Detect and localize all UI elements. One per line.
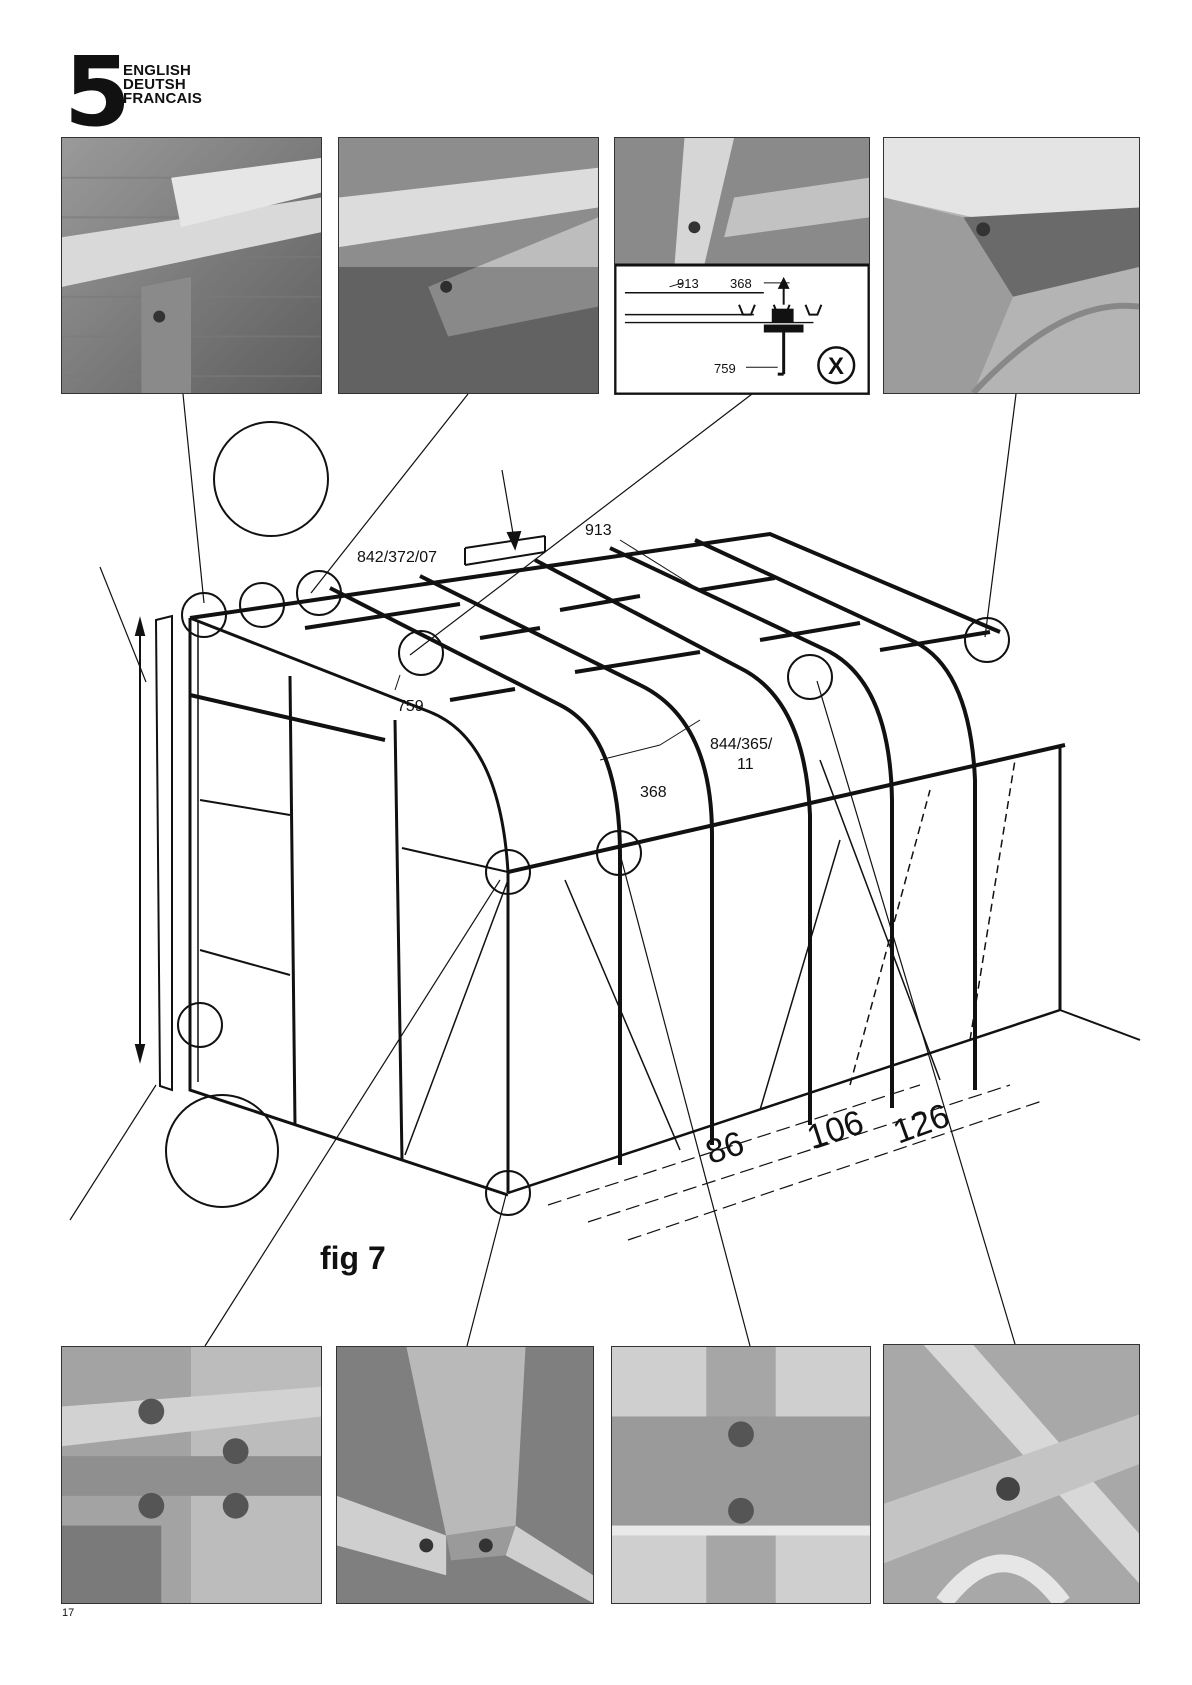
- label-ridge-bar-a: 844/365/: [710, 737, 772, 753]
- dimension-86: 86: [702, 1126, 748, 1170]
- photo-roof-bar-bolt: [883, 1344, 1140, 1604]
- dimension-126: 126: [889, 1098, 954, 1149]
- photo-roof-corner-beam: [883, 137, 1140, 394]
- inset-marker-x: X: [828, 355, 844, 379]
- figure-caption: fig 7: [320, 1242, 386, 1274]
- language-list: ENGLISH DEUTSH FRANCAIS: [123, 64, 202, 106]
- inset-label-759: 759: [714, 362, 736, 375]
- page-number: 17: [62, 1608, 74, 1619]
- photo-base-corner-bracket: [336, 1346, 594, 1604]
- photo-eave-bar-fixing: [338, 137, 599, 394]
- label-glazing-bar-759: 759: [397, 699, 424, 715]
- label-roof-bar-913: 913: [585, 523, 612, 539]
- inset-label-913: 913: [677, 277, 699, 290]
- label-arch-bar-368: 368: [640, 785, 667, 801]
- label-eave-bar: 842/372/07: [357, 550, 437, 566]
- language-french: FRANCAIS: [123, 92, 202, 106]
- photo-mid-bar-bolts: [611, 1346, 871, 1604]
- dimension-106: 106: [803, 1105, 867, 1155]
- photo-corner-bolt-plate: [61, 1346, 322, 1604]
- step-number: 5: [64, 52, 124, 132]
- label-ridge-bar-b: 11: [737, 757, 754, 773]
- photo-eave-corner-bracket: [61, 137, 322, 394]
- inset-label-368: 368: [730, 277, 752, 290]
